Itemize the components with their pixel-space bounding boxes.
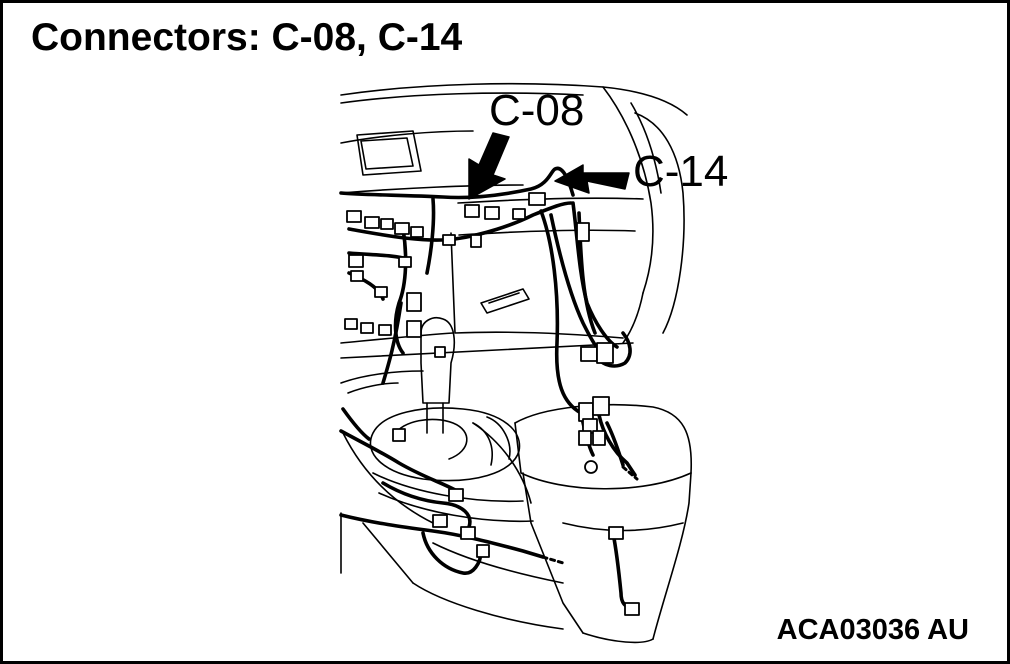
wire-harness	[339, 166, 637, 611]
wiring-harness-illustration: C-08 C-14	[339, 82, 728, 644]
callout-c08-arrow	[468, 132, 510, 200]
callout-c14: C-14	[554, 147, 728, 196]
callout-c08: C-08	[468, 86, 584, 200]
figure-id: ACA03036 AU	[776, 614, 969, 646]
harness-connectors	[344, 192, 640, 616]
callout-c08-label: C-08	[489, 86, 584, 135]
callout-c14-label: C-14	[633, 147, 728, 196]
vehicle-body-outline	[340, 82, 693, 644]
callout-c14-arrow	[554, 164, 630, 194]
page-title: Connectors: C-08, C-14	[31, 16, 463, 59]
harness-cut-ends	[541, 465, 639, 565]
